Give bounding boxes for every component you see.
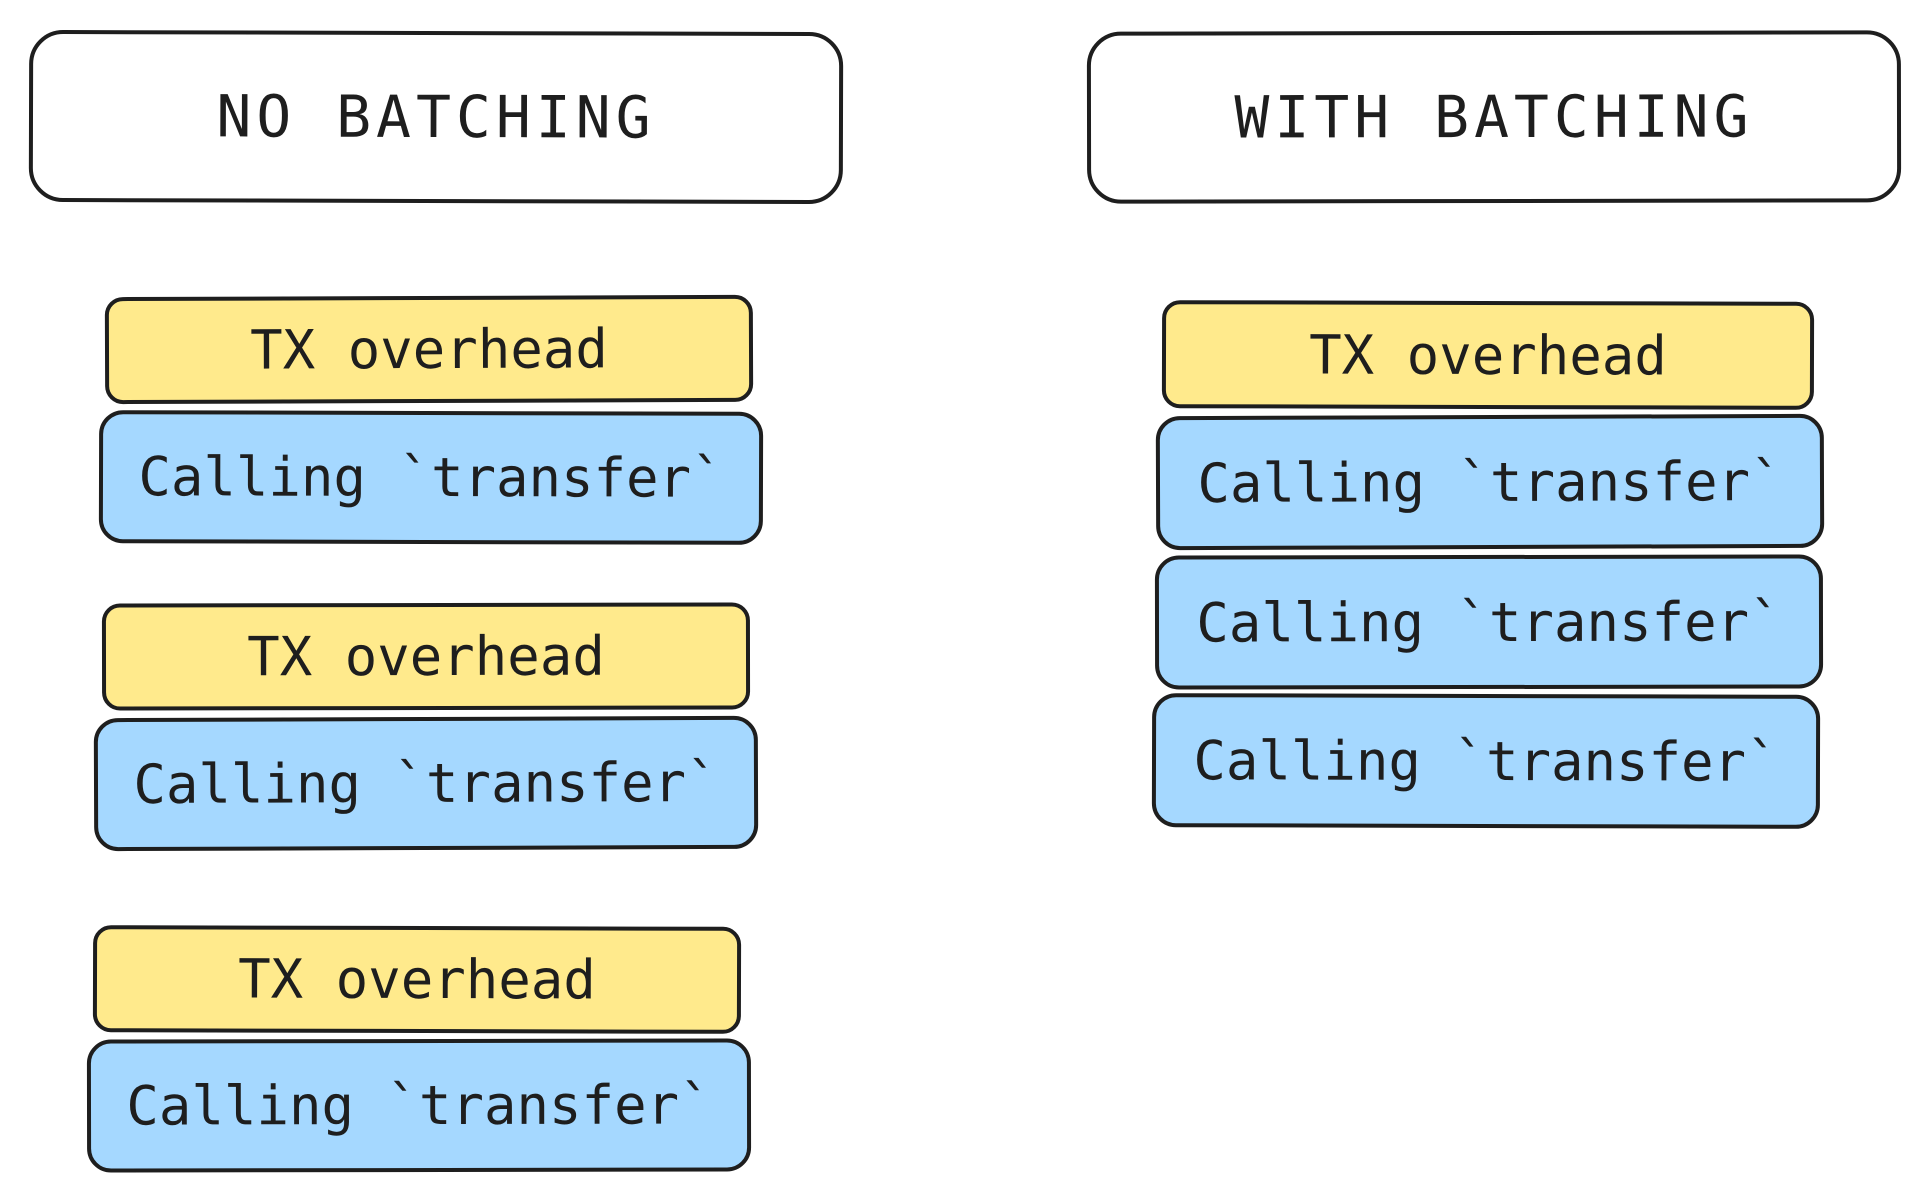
transfer-call-label: Calling `transfer` (126, 1073, 712, 1138)
transfer-call-block: Calling `transfer` (1155, 413, 1825, 551)
no-batching-header-label: NO BATCHING (216, 82, 656, 152)
transfer-call-block: Calling `transfer` (1151, 693, 1821, 829)
tx-overhead-label: TX overhead (247, 624, 605, 689)
transfer-call-label: Calling `transfer` (1197, 449, 1783, 515)
tx-overhead-block: TX overhead (1161, 300, 1815, 410)
with-batching-header-label: WITH BATCHING (1234, 82, 1754, 152)
tx-overhead-label: TX overhead (250, 317, 608, 382)
tx-overhead-block: TX overhead (92, 925, 742, 1034)
transfer-call-label: Calling `transfer` (138, 445, 724, 510)
tx-overhead-block: TX overhead (101, 602, 751, 711)
transfer-call-block: Calling `transfer` (1154, 554, 1824, 690)
transfer-call-block: Calling `transfer` (86, 1038, 752, 1173)
tx-overhead-label: TX overhead (1309, 323, 1667, 387)
transfer-call-label: Calling `transfer` (133, 750, 719, 817)
transfer-call-block: Calling `transfer` (93, 715, 759, 852)
with-batching-header: WITH BATCHING (1086, 30, 1902, 204)
tx-overhead-label: TX overhead (238, 947, 596, 1012)
transfer-call-block: Calling `transfer` (98, 410, 764, 545)
no-batching-header: NO BATCHING (28, 29, 844, 205)
transfer-call-label: Calling `transfer` (1196, 589, 1782, 655)
tx-overhead-block: TX overhead (104, 294, 754, 405)
transfer-call-label: Calling `transfer` (1193, 728, 1779, 794)
